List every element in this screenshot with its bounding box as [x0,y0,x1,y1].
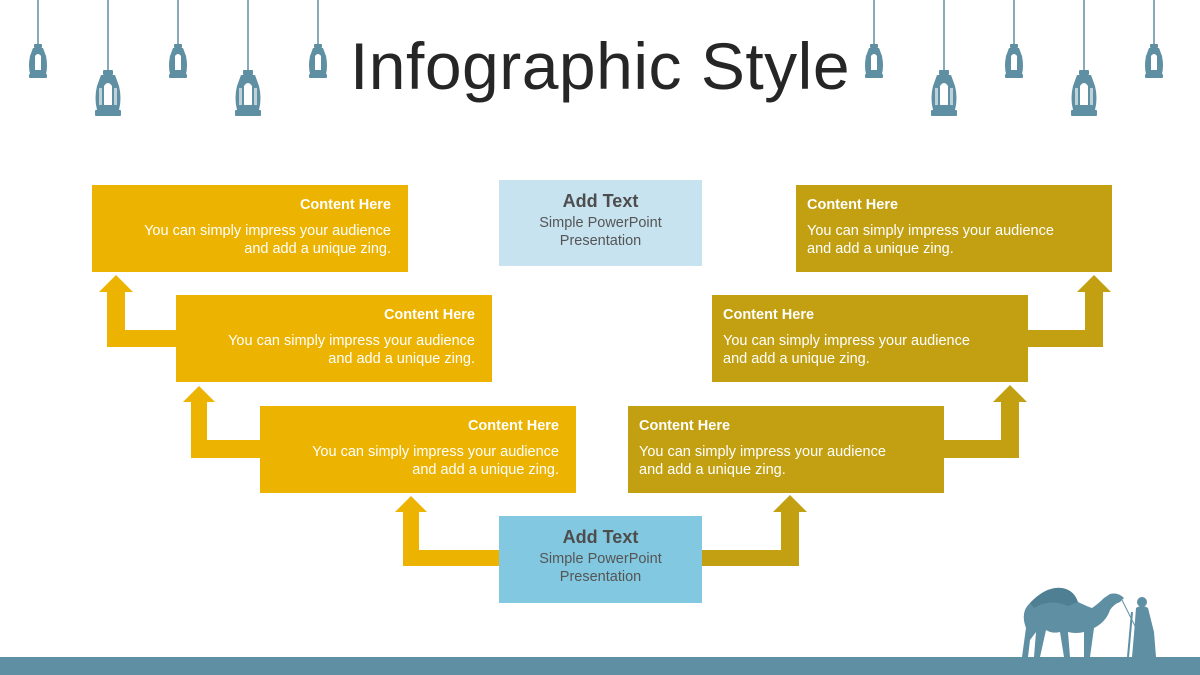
center-top-box: Add Text Simple PowerPoint Presentation [499,180,702,266]
center-bottom-heading: Add Text [562,527,639,547]
left-box-2-heading: Content Here [383,307,475,323]
left-box-3-line1: You can simply impress your audience [312,444,559,460]
center-top-heading: Add Text [562,191,639,211]
traveler-silhouette-icon [1121,597,1156,658]
left-box-1-heading: Content Here [299,197,391,213]
left-box-3-heading: Content Here [467,418,559,434]
right-content-box-1: Content Here You can simply impress your… [796,185,1112,272]
right-box-3-line1: You can simply impress your audience [639,444,886,460]
left-box-1-line2: and add a unique zing. [244,241,391,257]
left-box-2-line2: and add a unique zing. [328,351,475,367]
right-box-2-line2: and add a unique zing. [723,351,870,367]
up-arrow-icon [944,385,1027,458]
camel-silhouette-icon [1022,587,1124,657]
center-bottom-line1: Simple PowerPoint [539,551,662,567]
right-box-2-heading: Content Here [723,307,815,323]
left-content-box-2: Content Here You can simply impress your… [176,295,492,382]
up-arrow-icon [1028,275,1111,347]
page-title: Infographic Style [349,29,851,103]
right-box-3-heading: Content Here [639,418,731,434]
right-box-1-line1: You can simply impress your audience [807,223,1054,239]
right-box-2-line1: You can simply impress your audience [723,333,970,349]
center-bottom-line2: Presentation [559,569,642,585]
left-box-1-line1: You can simply impress your audience [144,223,391,239]
right-content-box-2: Content Here You can simply impress your… [712,295,1028,382]
left-content-box-3: Content Here You can simply impress your… [260,406,576,493]
up-arrow-icon [99,275,176,347]
left-box-3-line2: and add a unique zing. [412,462,559,478]
up-arrow-icon [183,386,260,458]
right-box-1-line2: and add a unique zing. [807,241,954,257]
center-top-line2: Presentation [559,233,642,249]
right-box-1-heading: Content Here [807,197,899,213]
ground-strip [0,657,1200,675]
center-bottom-box: Add Text Simple PowerPoint Presentation [499,516,702,603]
left-box-2-line1: You can simply impress your audience [228,333,475,349]
right-box-3-line2: and add a unique zing. [639,462,786,478]
center-top-line1: Simple PowerPoint [539,215,662,231]
up-arrow-icon [702,495,807,566]
right-content-box-3: Content Here You can simply impress your… [628,406,944,493]
up-arrow-icon [395,496,500,566]
left-content-box-1: Content Here You can simply impress your… [92,185,408,272]
